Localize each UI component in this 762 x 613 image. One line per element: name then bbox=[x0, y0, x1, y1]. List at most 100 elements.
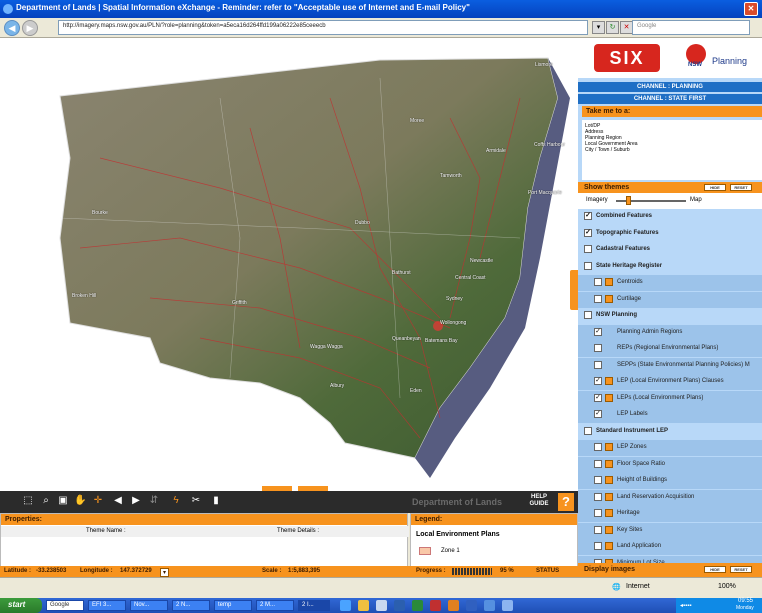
theme-name-header[interactable]: Theme Name : bbox=[86, 528, 126, 534]
theme-checkbox[interactable] bbox=[594, 558, 602, 563]
hide-button[interactable]: HIDE bbox=[704, 184, 726, 191]
theme-row[interactable]: Land Reservation Acquisition bbox=[578, 489, 762, 506]
theme-row[interactable]: Height of Buildings bbox=[578, 473, 762, 489]
theme-info-icon[interactable] bbox=[605, 278, 613, 286]
identify-icon[interactable]: ϟ bbox=[173, 495, 179, 506]
theme-row[interactable]: ✓LEP (Local Environment Plans) Clauses bbox=[578, 374, 762, 390]
reset-button[interactable]: RESET bbox=[730, 184, 752, 191]
select-icon[interactable]: ⬚ bbox=[23, 495, 33, 506]
outlook-icon[interactable] bbox=[448, 600, 459, 611]
theme-info-icon[interactable] bbox=[605, 294, 613, 303]
theme-row[interactable]: Land Application bbox=[578, 539, 762, 555]
forward-icon[interactable]: ▶ bbox=[22, 20, 38, 36]
taskbar-item[interactable]: EFI 3... bbox=[88, 600, 126, 611]
app-icon[interactable] bbox=[484, 600, 495, 611]
map-collapse-handle[interactable] bbox=[570, 270, 578, 310]
theme-info-icon[interactable] bbox=[605, 558, 613, 563]
taskbar-item[interactable]: 2 N... bbox=[172, 600, 210, 611]
theme-checkbox[interactable] bbox=[584, 311, 592, 319]
theme-checkbox[interactable] bbox=[594, 278, 602, 286]
take-me-item[interactable]: Lot/DP bbox=[585, 123, 601, 129]
theme-checkbox[interactable] bbox=[584, 245, 592, 253]
theme-info-icon[interactable] bbox=[605, 492, 613, 501]
theme-row[interactable]: State Heritage Register bbox=[578, 258, 762, 275]
ie-taskbar-icon[interactable] bbox=[340, 600, 351, 611]
taskbar-item[interactable]: Nov... bbox=[130, 600, 168, 611]
tray-icons[interactable]: ◂▪▪▪▪ bbox=[680, 603, 692, 609]
theme-checkbox[interactable] bbox=[594, 459, 602, 468]
zoom-box-icon[interactable]: ▣ bbox=[58, 495, 68, 506]
theme-row[interactable]: NSW Planning bbox=[578, 308, 762, 324]
center-icon[interactable]: ✛ bbox=[93, 495, 103, 506]
search-input[interactable]: Google bbox=[632, 20, 750, 35]
theme-checkbox[interactable] bbox=[594, 509, 602, 517]
previous-icon[interactable]: ◀ bbox=[114, 495, 122, 506]
theme-details-header[interactable]: Theme Details : bbox=[277, 528, 320, 534]
taskbar-item-active[interactable]: 2 I... bbox=[298, 600, 330, 611]
theme-checkbox[interactable] bbox=[594, 443, 602, 451]
url-input[interactable]: http://imagery.maps.nsw.gov.au/PLN/?role… bbox=[58, 20, 588, 35]
theme-info-icon[interactable] bbox=[605, 476, 613, 484]
theme-row[interactable]: ✓Combined Features bbox=[578, 209, 762, 225]
theme-checkbox[interactable] bbox=[594, 542, 602, 550]
theme-info-icon[interactable] bbox=[605, 542, 613, 550]
excel-icon[interactable] bbox=[412, 600, 423, 611]
take-me-item[interactable]: Planning Region bbox=[585, 135, 622, 141]
take-me-item[interactable]: Address bbox=[585, 129, 604, 135]
theme-row[interactable]: Standard Instrument LEP bbox=[578, 423, 762, 440]
reset-images-button[interactable]: RESET bbox=[730, 566, 752, 573]
imagery-map-slider[interactable]: Imagery Map bbox=[578, 193, 762, 209]
theme-checkbox[interactable] bbox=[594, 476, 602, 484]
theme-row[interactable]: SEPPs (State Environmental Planning Poli… bbox=[578, 357, 762, 374]
access-icon[interactable] bbox=[430, 600, 441, 611]
channel-planning[interactable]: CHANNEL : PLANNING bbox=[578, 82, 762, 92]
take-me-item[interactable]: City / Town / Suburb bbox=[585, 147, 630, 153]
theme-info-icon[interactable] bbox=[605, 525, 613, 534]
slider-thumb[interactable] bbox=[626, 196, 631, 205]
measure-icon[interactable]: ⇵ bbox=[149, 495, 159, 506]
theme-row[interactable]: Minimum Lot Size bbox=[578, 555, 762, 563]
zoom-icon[interactable]: ⌕ bbox=[43, 495, 49, 506]
theme-checkbox[interactable] bbox=[584, 261, 592, 270]
theme-row[interactable]: Heritage bbox=[578, 506, 762, 522]
theme-checkbox[interactable] bbox=[594, 360, 602, 369]
go-icon[interactable]: ▾ bbox=[592, 21, 605, 34]
theme-row[interactable]: ✓LEPs (Local Environment Plans) bbox=[578, 390, 762, 407]
theme-checkbox[interactable] bbox=[594, 344, 602, 352]
theme-row[interactable]: ✓Topographic Features bbox=[578, 225, 762, 242]
nsw-imagery-map[interactable] bbox=[0, 38, 578, 491]
slider-track[interactable] bbox=[616, 200, 686, 202]
desktop-icon[interactable] bbox=[376, 600, 387, 611]
theme-row[interactable]: REPs (Regional Environmental Plans) bbox=[578, 341, 762, 357]
theme-row[interactable]: Curtilage bbox=[578, 291, 762, 308]
theme-info-icon[interactable] bbox=[605, 509, 613, 517]
map-view[interactable]: Lismore Coffs Harbour Moree Armidale Tam… bbox=[0, 38, 578, 491]
theme-row[interactable]: Cadastral Features bbox=[578, 242, 762, 258]
theme-checkbox[interactable]: ✓ bbox=[594, 327, 602, 336]
hide-images-button[interactable]: HIDE bbox=[704, 566, 726, 573]
theme-checkbox[interactable]: ✓ bbox=[594, 410, 602, 418]
zoom-level[interactable]: 100% bbox=[718, 583, 736, 590]
units-dropdown[interactable]: ▾ bbox=[160, 568, 170, 577]
tools-icon[interactable]: ✂ bbox=[191, 495, 201, 506]
theme-row[interactable]: LEP Zones bbox=[578, 440, 762, 456]
theme-row[interactable]: Floor Space Ratio bbox=[578, 456, 762, 473]
theme-info-icon[interactable] bbox=[605, 377, 613, 385]
theme-checkbox[interactable]: ✓ bbox=[594, 393, 602, 402]
close-icon[interactable]: ✕ bbox=[744, 2, 758, 16]
print-icon[interactable]: ▮ bbox=[213, 495, 219, 506]
app-icon[interactable] bbox=[502, 600, 513, 611]
google-toolbar[interactable]: Google bbox=[46, 600, 84, 611]
theme-checkbox[interactable] bbox=[594, 294, 602, 303]
panel-resize-handle[interactable] bbox=[262, 486, 292, 492]
theme-checkbox[interactable]: ✓ bbox=[584, 212, 592, 220]
pan-icon[interactable]: ✋ bbox=[74, 495, 87, 506]
theme-checkbox[interactable] bbox=[594, 492, 602, 501]
app-icon[interactable] bbox=[466, 600, 477, 611]
theme-info-icon[interactable] bbox=[605, 459, 613, 468]
word-icon[interactable] bbox=[394, 600, 405, 611]
next-icon[interactable]: ▶ bbox=[132, 495, 140, 506]
folder-icon[interactable] bbox=[358, 600, 369, 611]
theme-checkbox[interactable] bbox=[584, 426, 592, 435]
theme-row[interactable]: ✓LEP Labels bbox=[578, 407, 762, 423]
